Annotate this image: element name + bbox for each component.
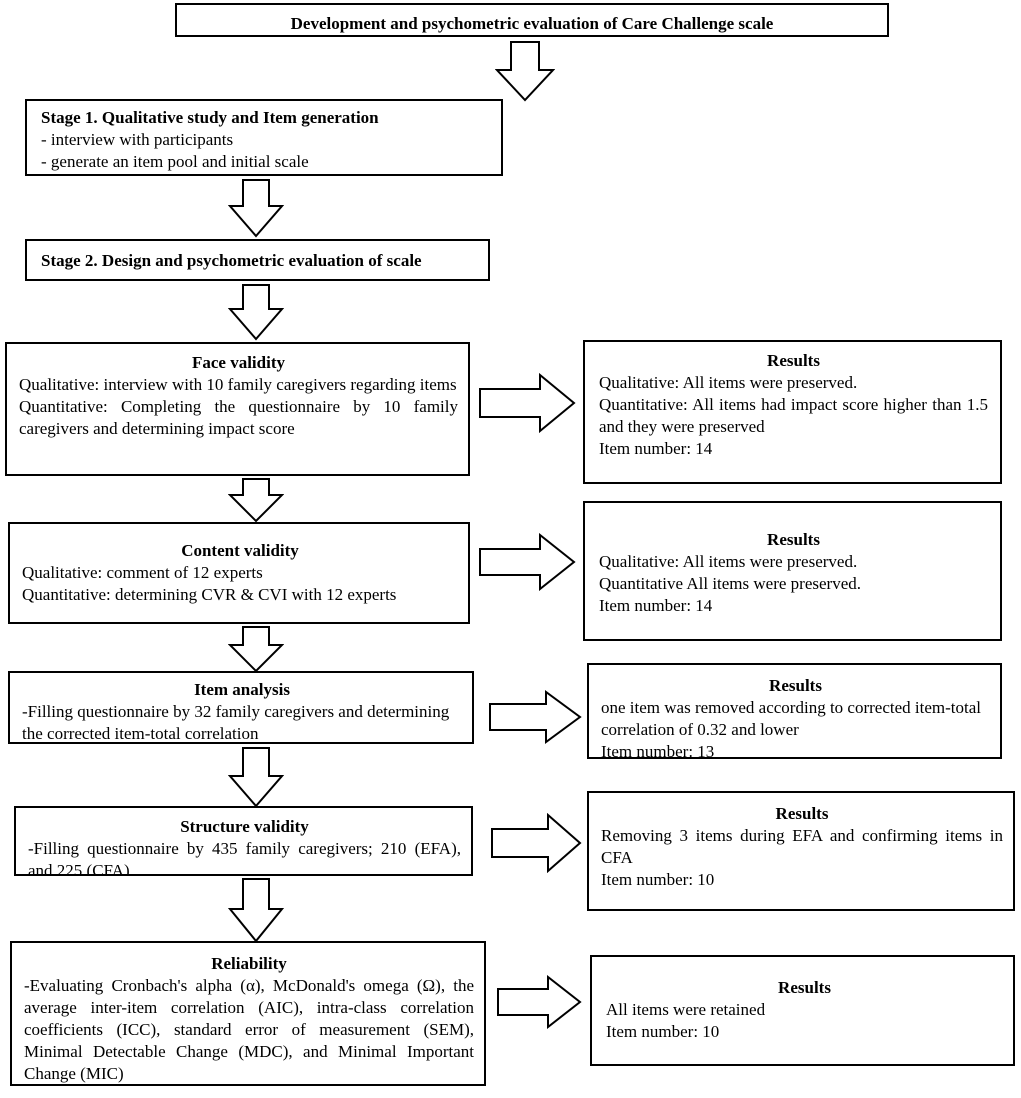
reliability-results-line: All items were retained bbox=[606, 1000, 766, 1019]
face-validity-line: Qualitative: interview with 10 family ca… bbox=[19, 375, 457, 394]
right-arrow-icon bbox=[488, 690, 584, 744]
item-results-heading: Results bbox=[769, 676, 822, 695]
right-arrow-icon bbox=[478, 533, 578, 591]
item-analysis-box: Item analysis -Filling questionnaire by … bbox=[8, 671, 474, 744]
stage2-heading: Stage 2. Design and psychometric evaluat… bbox=[41, 251, 422, 270]
down-arrow-icon bbox=[228, 477, 284, 523]
down-arrow-icon bbox=[228, 746, 284, 808]
reliability-results-box: Results All items were retained Item num… bbox=[590, 955, 1015, 1066]
content-results-heading: Results bbox=[767, 530, 820, 549]
face-results-line: Quantitative: All items had impact score… bbox=[599, 395, 988, 436]
item-results-box: Results one item was removed according t… bbox=[587, 663, 1002, 759]
content-validity-line: Qualitative: comment of 12 experts bbox=[22, 563, 263, 582]
reliability-line: -Evaluating Cronbach's alpha (α), McDona… bbox=[24, 976, 474, 1083]
down-arrow-icon bbox=[228, 178, 284, 238]
reliability-heading: Reliability bbox=[211, 954, 287, 973]
stage2-box: Stage 2. Design and psychometric evaluat… bbox=[25, 239, 490, 281]
right-arrow-icon bbox=[496, 975, 584, 1029]
stage1-line: - generate an item pool and initial scal… bbox=[41, 152, 309, 171]
face-results-line: Qualitative: All items were preserved. bbox=[599, 373, 858, 392]
title-box: Development and psychometric evaluation … bbox=[175, 3, 889, 37]
down-arrow-icon bbox=[495, 40, 555, 102]
structure-results-box: Results Removing 3 items during EFA and … bbox=[587, 791, 1015, 911]
face-results-box: Results Qualitative: All items were pres… bbox=[583, 340, 1002, 484]
structure-validity-line: -Filling questionnaire by 435 family car… bbox=[28, 839, 461, 876]
content-validity-heading: Content validity bbox=[181, 541, 299, 560]
reliability-results-heading: Results bbox=[778, 978, 831, 997]
reliability-box: Reliability -Evaluating Cronbach's alpha… bbox=[10, 941, 486, 1086]
down-arrow-icon bbox=[228, 283, 284, 341]
structure-results-line: Item number: 10 bbox=[601, 870, 715, 889]
face-validity-line: Quantitative: Completing the questionnai… bbox=[19, 397, 458, 438]
content-validity-line: Quantitative: determining CVR & CVI with… bbox=[22, 585, 397, 604]
stage1-line: - interview with participants bbox=[41, 130, 234, 149]
right-arrow-icon bbox=[490, 813, 584, 873]
stage1-box: Stage 1. Qualitative study and Item gene… bbox=[25, 99, 503, 176]
content-validity-box: Content validity Qualitative: comment of… bbox=[8, 522, 470, 624]
reliability-results-line: Item number: 10 bbox=[606, 1022, 720, 1041]
item-results-line: one item was removed according to correc… bbox=[601, 698, 981, 739]
structure-results-heading: Results bbox=[775, 804, 829, 823]
content-results-line: Quantitative All items were preserved. bbox=[599, 574, 861, 593]
item-results-line: Item number: 13 bbox=[601, 742, 715, 759]
face-results-heading: Results bbox=[767, 351, 820, 370]
stage1-heading: Stage 1. Qualitative study and Item gene… bbox=[41, 108, 379, 127]
item-analysis-line: -Filling questionnaire by 32 family care… bbox=[22, 702, 450, 743]
item-analysis-heading: Item analysis bbox=[194, 680, 290, 699]
diagram-title: Development and psychometric evaluation … bbox=[290, 14, 774, 33]
structure-validity-heading: Structure validity bbox=[180, 817, 309, 836]
content-results-line: Item number: 14 bbox=[599, 596, 713, 615]
structure-results-line: Removing 3 items during EFA and confirmi… bbox=[601, 826, 1003, 867]
face-validity-box: Face validity Qualitative: interview wit… bbox=[5, 342, 470, 476]
content-results-box: Results Qualitative: All items were pres… bbox=[583, 501, 1002, 641]
face-validity-heading: Face validity bbox=[191, 353, 285, 372]
right-arrow-icon bbox=[478, 373, 578, 433]
content-results-line: Qualitative: All items were preserved. bbox=[599, 552, 858, 571]
down-arrow-icon bbox=[228, 625, 284, 673]
face-results-line: Item number: 14 bbox=[599, 439, 713, 458]
structure-validity-box: Structure validity -Filling questionnair… bbox=[14, 806, 473, 876]
down-arrow-icon bbox=[228, 877, 284, 943]
